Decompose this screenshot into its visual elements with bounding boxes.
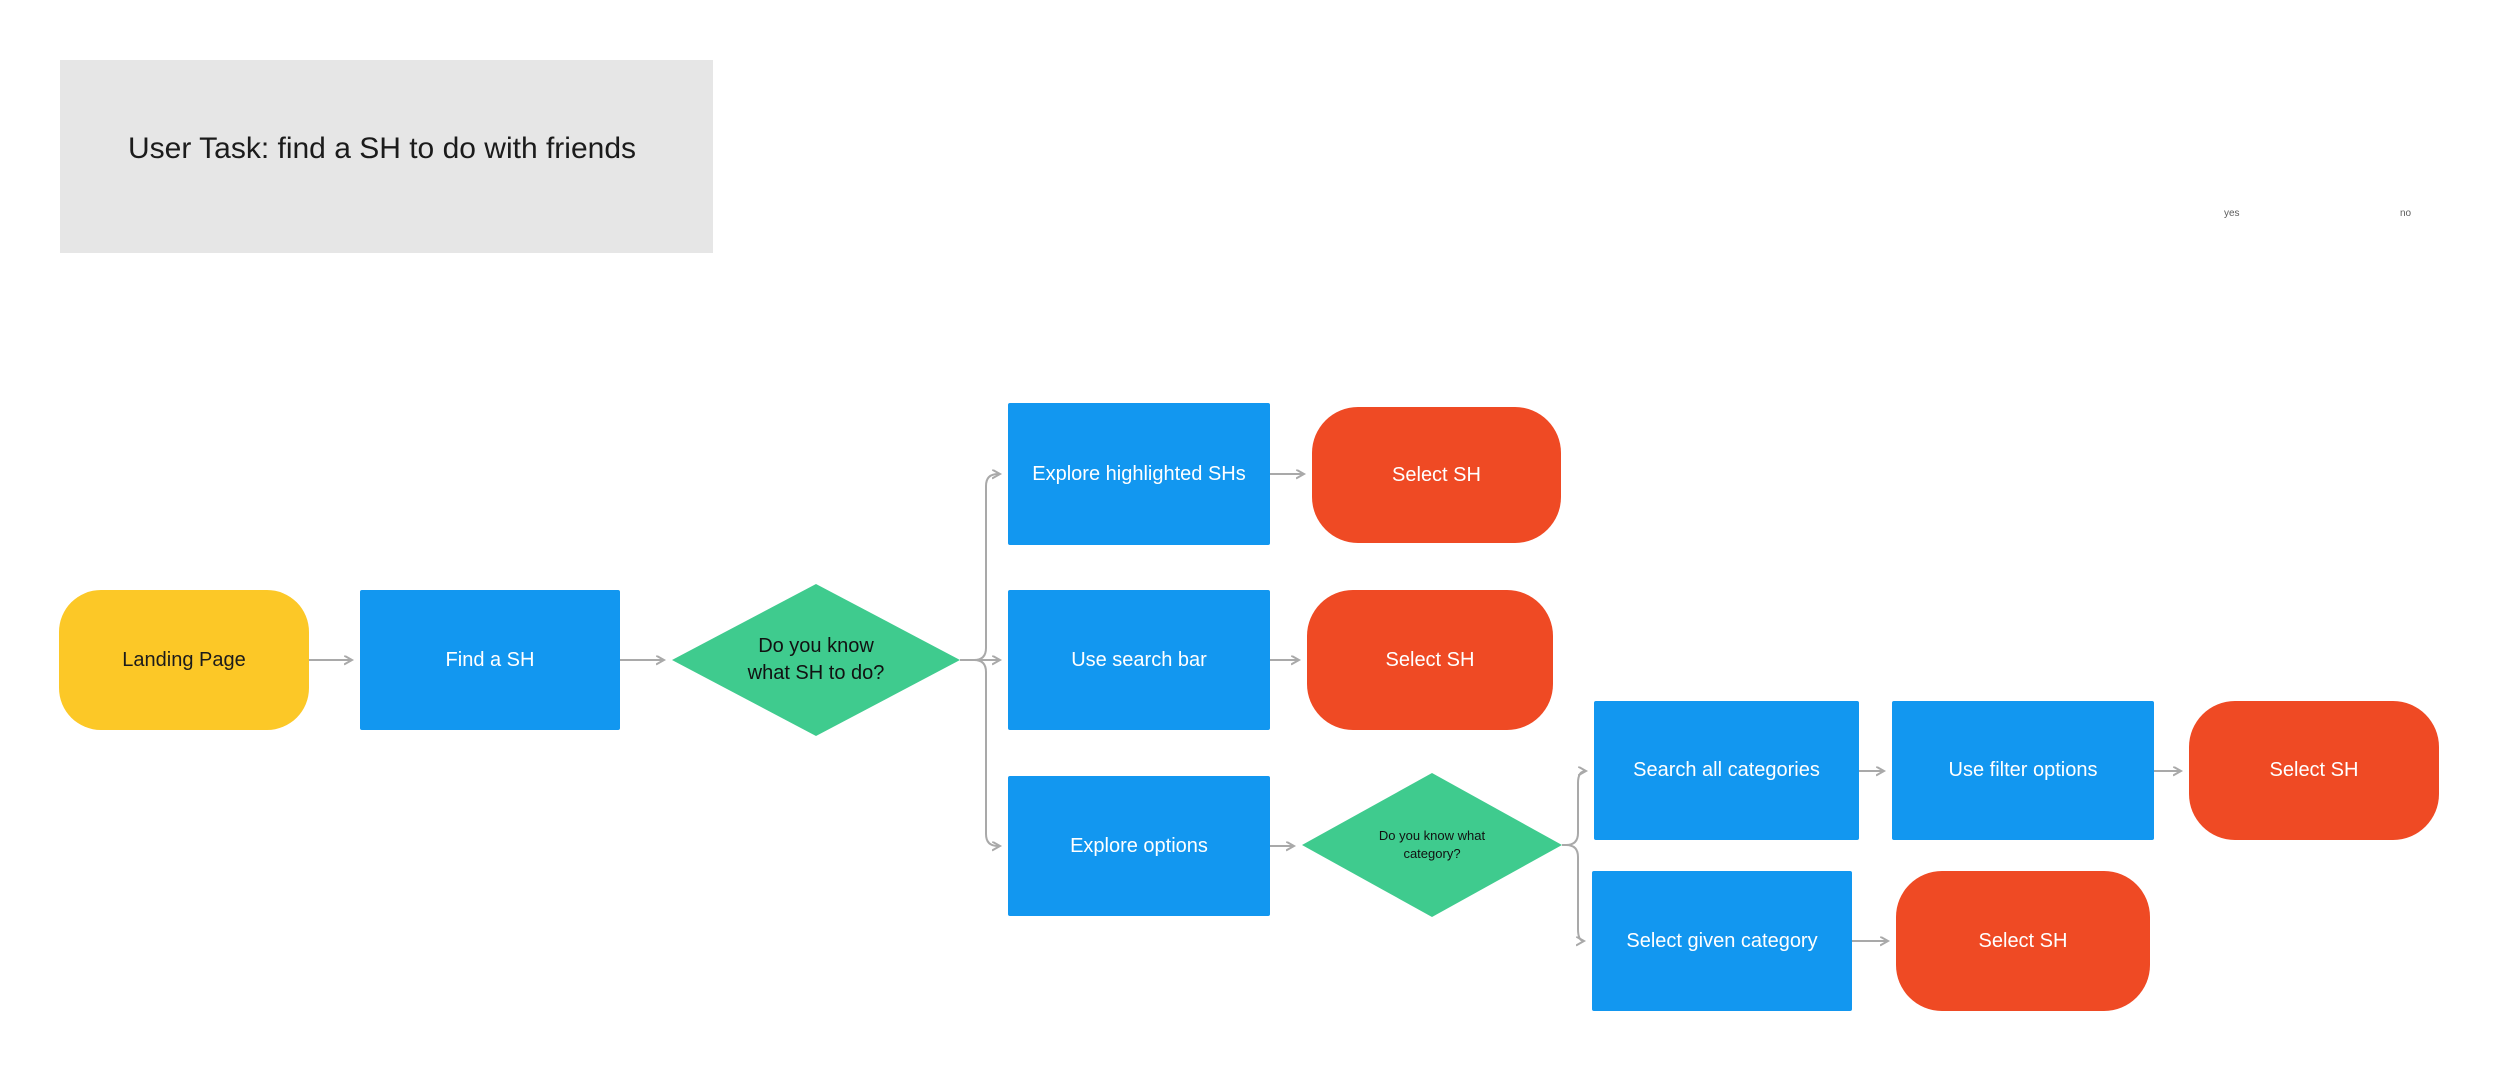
node-label: Select SH xyxy=(1978,929,2068,952)
node-label: Landing Page xyxy=(122,648,246,671)
branch-label-no[interactable]: no xyxy=(2400,208,2412,219)
node-decision-know-what-sh[interactable]: Do you know what SH to do? xyxy=(672,584,960,736)
node-select-given-category[interactable]: Select given category xyxy=(1592,871,1852,1011)
node-use-search-bar[interactable]: Use search bar xyxy=(1008,590,1270,730)
branch-label-yes[interactable]: yes xyxy=(2224,208,2240,219)
node-select-sh-2[interactable]: Select SH xyxy=(1307,590,1553,730)
node-select-sh-1[interactable]: Select SH xyxy=(1312,407,1561,543)
node-select-sh-4[interactable]: Select SH xyxy=(1896,871,2150,1011)
node-label: Do you know what category? xyxy=(1378,828,1486,861)
node-decision-know-category[interactable]: Do you know what category? xyxy=(1302,773,1562,917)
node-label: Use filter options xyxy=(1948,759,2098,781)
node-label: Explore highlighted SHs xyxy=(1032,462,1246,485)
node-label: Search all categories xyxy=(1633,759,1820,781)
node-label: Select given category xyxy=(1626,929,1818,952)
title-card-label: User Task: find a SH to do with friends xyxy=(128,131,637,165)
title-card[interactable]: User Task: find a SH to do with friends xyxy=(60,60,713,253)
node-find-a-sh[interactable]: Find a SH xyxy=(360,590,620,730)
node-label: Select SH xyxy=(2269,759,2359,781)
node-label: Select SH xyxy=(1385,648,1475,671)
node-explore-options[interactable]: Explore options xyxy=(1008,776,1270,916)
node-explore-highlighted-shs[interactable]: Explore highlighted SHs xyxy=(1008,403,1270,545)
node-label: Use search bar xyxy=(1071,648,1207,671)
node-label: Explore options xyxy=(1070,834,1208,857)
node-select-sh-3[interactable]: Select SH xyxy=(2189,701,2439,840)
node-label: Find a SH xyxy=(445,648,535,671)
node-use-filter-options[interactable]: Use filter options xyxy=(1892,701,2154,840)
node-label: Do you know what SH to do? xyxy=(747,635,885,684)
node-landing-page[interactable]: Landing Page xyxy=(59,590,309,730)
node-search-all-categories[interactable]: Search all categories xyxy=(1594,701,1859,840)
node-label: Select SH xyxy=(1392,463,1481,486)
